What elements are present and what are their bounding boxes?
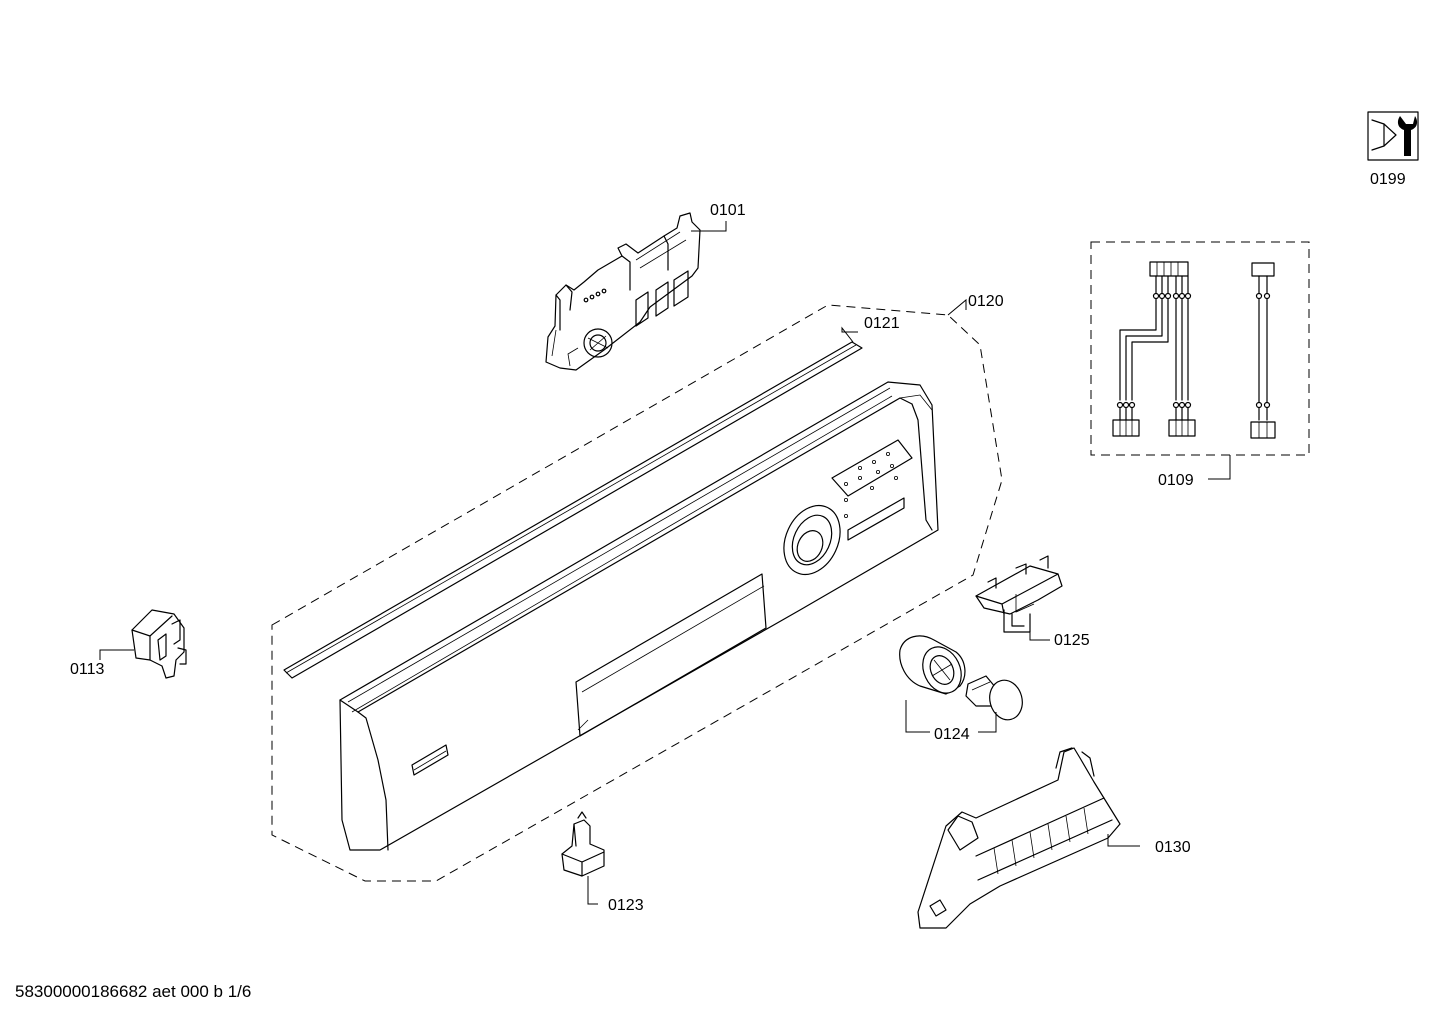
part-0109-wiring-harness[interactable] <box>1090 241 1310 456</box>
part-0113-bracket[interactable] <box>131 609 187 679</box>
part-0121-trim-strip[interactable] <box>283 341 863 679</box>
part-0130-holder[interactable] <box>917 747 1121 929</box>
label-0121[interactable]: 0121 <box>864 315 900 332</box>
label-0124[interactable]: 0124 <box>934 726 970 743</box>
label-0101[interactable]: 0101 <box>710 202 746 219</box>
control-panel-fascia <box>339 381 939 851</box>
document-code: 58300000186682 aet 000 b 1/6 <box>15 982 252 1001</box>
part-0101-control-module[interactable] <box>545 212 701 371</box>
part-0125-switch[interactable] <box>975 555 1063 633</box>
assembly-0120-outline <box>271 304 1003 882</box>
label-0125[interactable]: 0125 <box>1054 632 1090 649</box>
label-0123[interactable]: 0123 <box>608 897 644 914</box>
label-0120[interactable]: 0120 <box>968 293 1004 310</box>
service-tool-wrench-icon <box>1367 111 1419 161</box>
label-0199[interactable]: 0199 <box>1370 171 1406 188</box>
label-0113[interactable]: 0113 <box>70 661 105 678</box>
part-0123-clip[interactable] <box>561 811 605 877</box>
part-0124-button[interactable] <box>965 675 1027 723</box>
part-0124-knob[interactable] <box>899 635 969 699</box>
label-0109[interactable]: 0109 <box>1158 472 1194 489</box>
label-0130[interactable]: 0130 <box>1155 839 1191 856</box>
